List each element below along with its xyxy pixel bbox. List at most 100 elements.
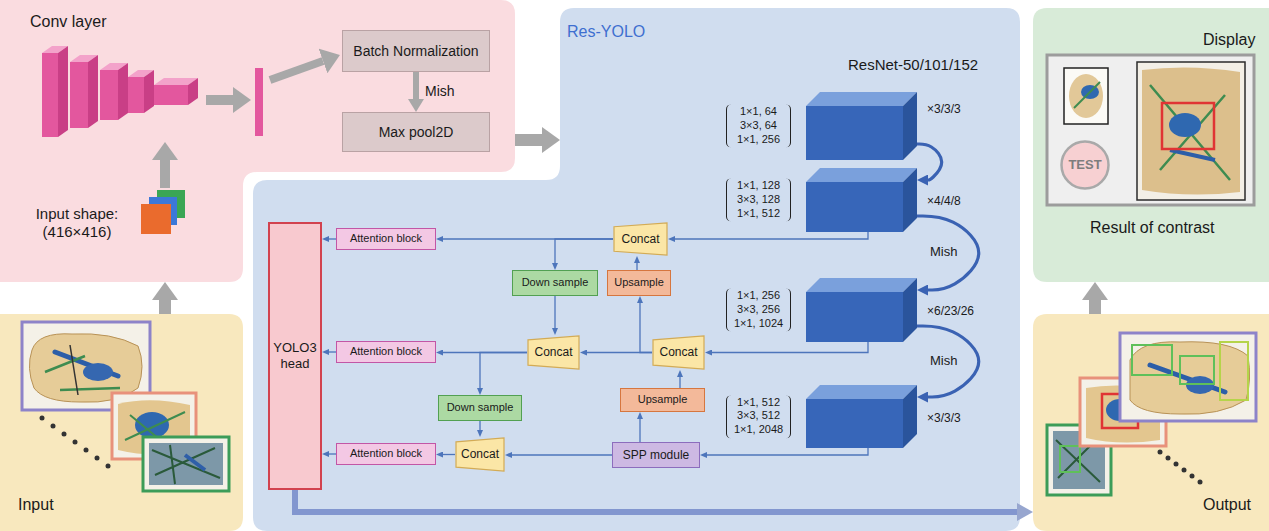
ellipsis-dots [84, 448, 89, 453]
downsample-box: Down sample [512, 270, 598, 296]
panel-shape [1033, 8, 1269, 282]
resnet-block-cube [806, 385, 917, 448]
ellipsis-dots [106, 464, 111, 469]
attention-block: Attention block [336, 228, 436, 250]
text-slot: ×4/4/8 [927, 194, 961, 208]
resnet-block-cube [806, 92, 917, 106]
box-label: Concat [621, 232, 659, 246]
box-label: Down sample [522, 276, 589, 289]
circle-shape [1062, 142, 1109, 189]
box-label: SPP module [623, 448, 690, 462]
layer-spec-bracket: 1×1, 256 3×3, 256 1×1, 1024 [726, 288, 791, 331]
display-frame [1047, 55, 1254, 205]
concat-node: Concat [652, 335, 705, 370]
text-slot: ×6/23/26 [927, 304, 974, 318]
panel-title: Res-YOLO [567, 22, 645, 41]
resnet-block-cube [806, 92, 917, 160]
repeat-count: ×3/3/3 [927, 102, 961, 116]
display-frame [1142, 67, 1240, 194]
conv-stack-illustration [88, 55, 98, 128]
repeat-count: ×3/3/3 [927, 411, 961, 425]
box-label: Concat [461, 447, 499, 461]
panel-title: Output [1203, 495, 1251, 514]
panel-shape [1033, 8, 1269, 282]
box-label: Attention block [350, 447, 422, 460]
ellipsis-dots [1198, 480, 1203, 485]
text-slot: Result of contrast [1090, 218, 1215, 237]
text-slot: Res-YOLO [567, 22, 645, 41]
trapezoid-shape [528, 336, 579, 369]
text-slot: Output [1203, 495, 1251, 514]
panel-caption: Result of contrast [1090, 218, 1215, 237]
display-panel: TEST DisplayResult of contrast [1033, 8, 1269, 282]
attention-block: Attention block [336, 341, 436, 363]
upsample-box: Upsample [607, 270, 671, 296]
resnet-block-cube [806, 278, 917, 292]
conv-stack-illustration [58, 46, 68, 137]
text-slot: Input [18, 495, 54, 514]
xray-input-images [70, 345, 78, 395]
connector-arrow [679, 377, 680, 388]
connector-arrow [554, 296, 555, 328]
ellipsis-dots [1174, 462, 1179, 467]
repeat-count: ×6/23/26 [927, 304, 974, 318]
connector-arrow [512, 454, 612, 455]
text-slot: Conv layer [30, 12, 106, 31]
text-slot: Display [1203, 30, 1255, 49]
yolo-head: YOLO3 head [268, 222, 322, 490]
ellipsis-dots [1190, 474, 1195, 479]
panel-title: Conv layer [30, 12, 106, 31]
conv-stack-illustration [100, 70, 118, 120]
box-label: Attention block [350, 232, 422, 245]
downsample-box: Down sample [438, 395, 522, 421]
maxpool-box: Max pool2D [342, 112, 490, 152]
resnet-block-cube [806, 292, 903, 342]
connector-arrow [329, 238, 336, 239]
upsample-box: Upsample [620, 388, 705, 412]
annotation-label: ResNet-50/101/152 [848, 56, 978, 74]
panel-shape [253, 8, 1020, 531]
connector-arrow [329, 351, 336, 352]
feature-bar [255, 68, 263, 136]
conv-stack-illustration [118, 63, 128, 120]
xray-input-images [185, 455, 205, 470]
attention-block: Attention block [336, 443, 436, 465]
display-frame [1047, 55, 1254, 205]
resnet-block-cube [806, 182, 903, 232]
display-frame [1150, 85, 1230, 180]
concat-node: Concat [613, 222, 668, 256]
test-badge: TEST [1060, 140, 1110, 190]
text-slot: 1×1, 64 3×3, 64 1×1, 256 [726, 104, 791, 147]
xray-output-images [1220, 342, 1248, 400]
ellipsis-dots [1158, 450, 1163, 455]
layer-spec-bracket: 1×1, 128 3×3, 128 1×1, 512 [726, 178, 791, 221]
connector-arrow [159, 300, 171, 314]
ellipsis-dots [73, 440, 78, 445]
resnet-block-cube [806, 399, 903, 448]
trapezoid-shape [614, 223, 667, 255]
ellipsis-dots [1166, 456, 1171, 461]
display-frame [1169, 113, 1201, 137]
connector-arrow [515, 134, 542, 146]
panel-title: Display [1203, 30, 1255, 49]
xray-output-images [1060, 446, 1080, 472]
box-label: Max pool2D [379, 124, 454, 141]
resnet-block-cube [806, 168, 917, 182]
resnet-stage: 1×1, 128 3×3, 128 1×1, 512×4/4/8 [722, 168, 917, 232]
edge-label: Mish [930, 244, 957, 260]
panel-shape [0, 314, 243, 531]
xray-input-images [143, 437, 229, 491]
panel-shape [1033, 314, 1269, 531]
text-slot: Mish [930, 353, 957, 369]
text-slot: Mish [425, 83, 455, 100]
box-label: Upsample [614, 276, 664, 289]
conv-stack-illustration [128, 77, 144, 113]
connector-arrow [1089, 300, 1101, 314]
layer-spec-bracket: 1×1, 64 3×3, 64 1×1, 256 [726, 104, 791, 147]
box-label: Upsample [638, 393, 688, 406]
flow-arrow [160, 160, 170, 188]
resnet-block-cube [806, 385, 917, 399]
box-label: Concat [659, 345, 697, 359]
edge-label: Mish [930, 353, 957, 369]
concat-node: Concat [527, 335, 580, 370]
